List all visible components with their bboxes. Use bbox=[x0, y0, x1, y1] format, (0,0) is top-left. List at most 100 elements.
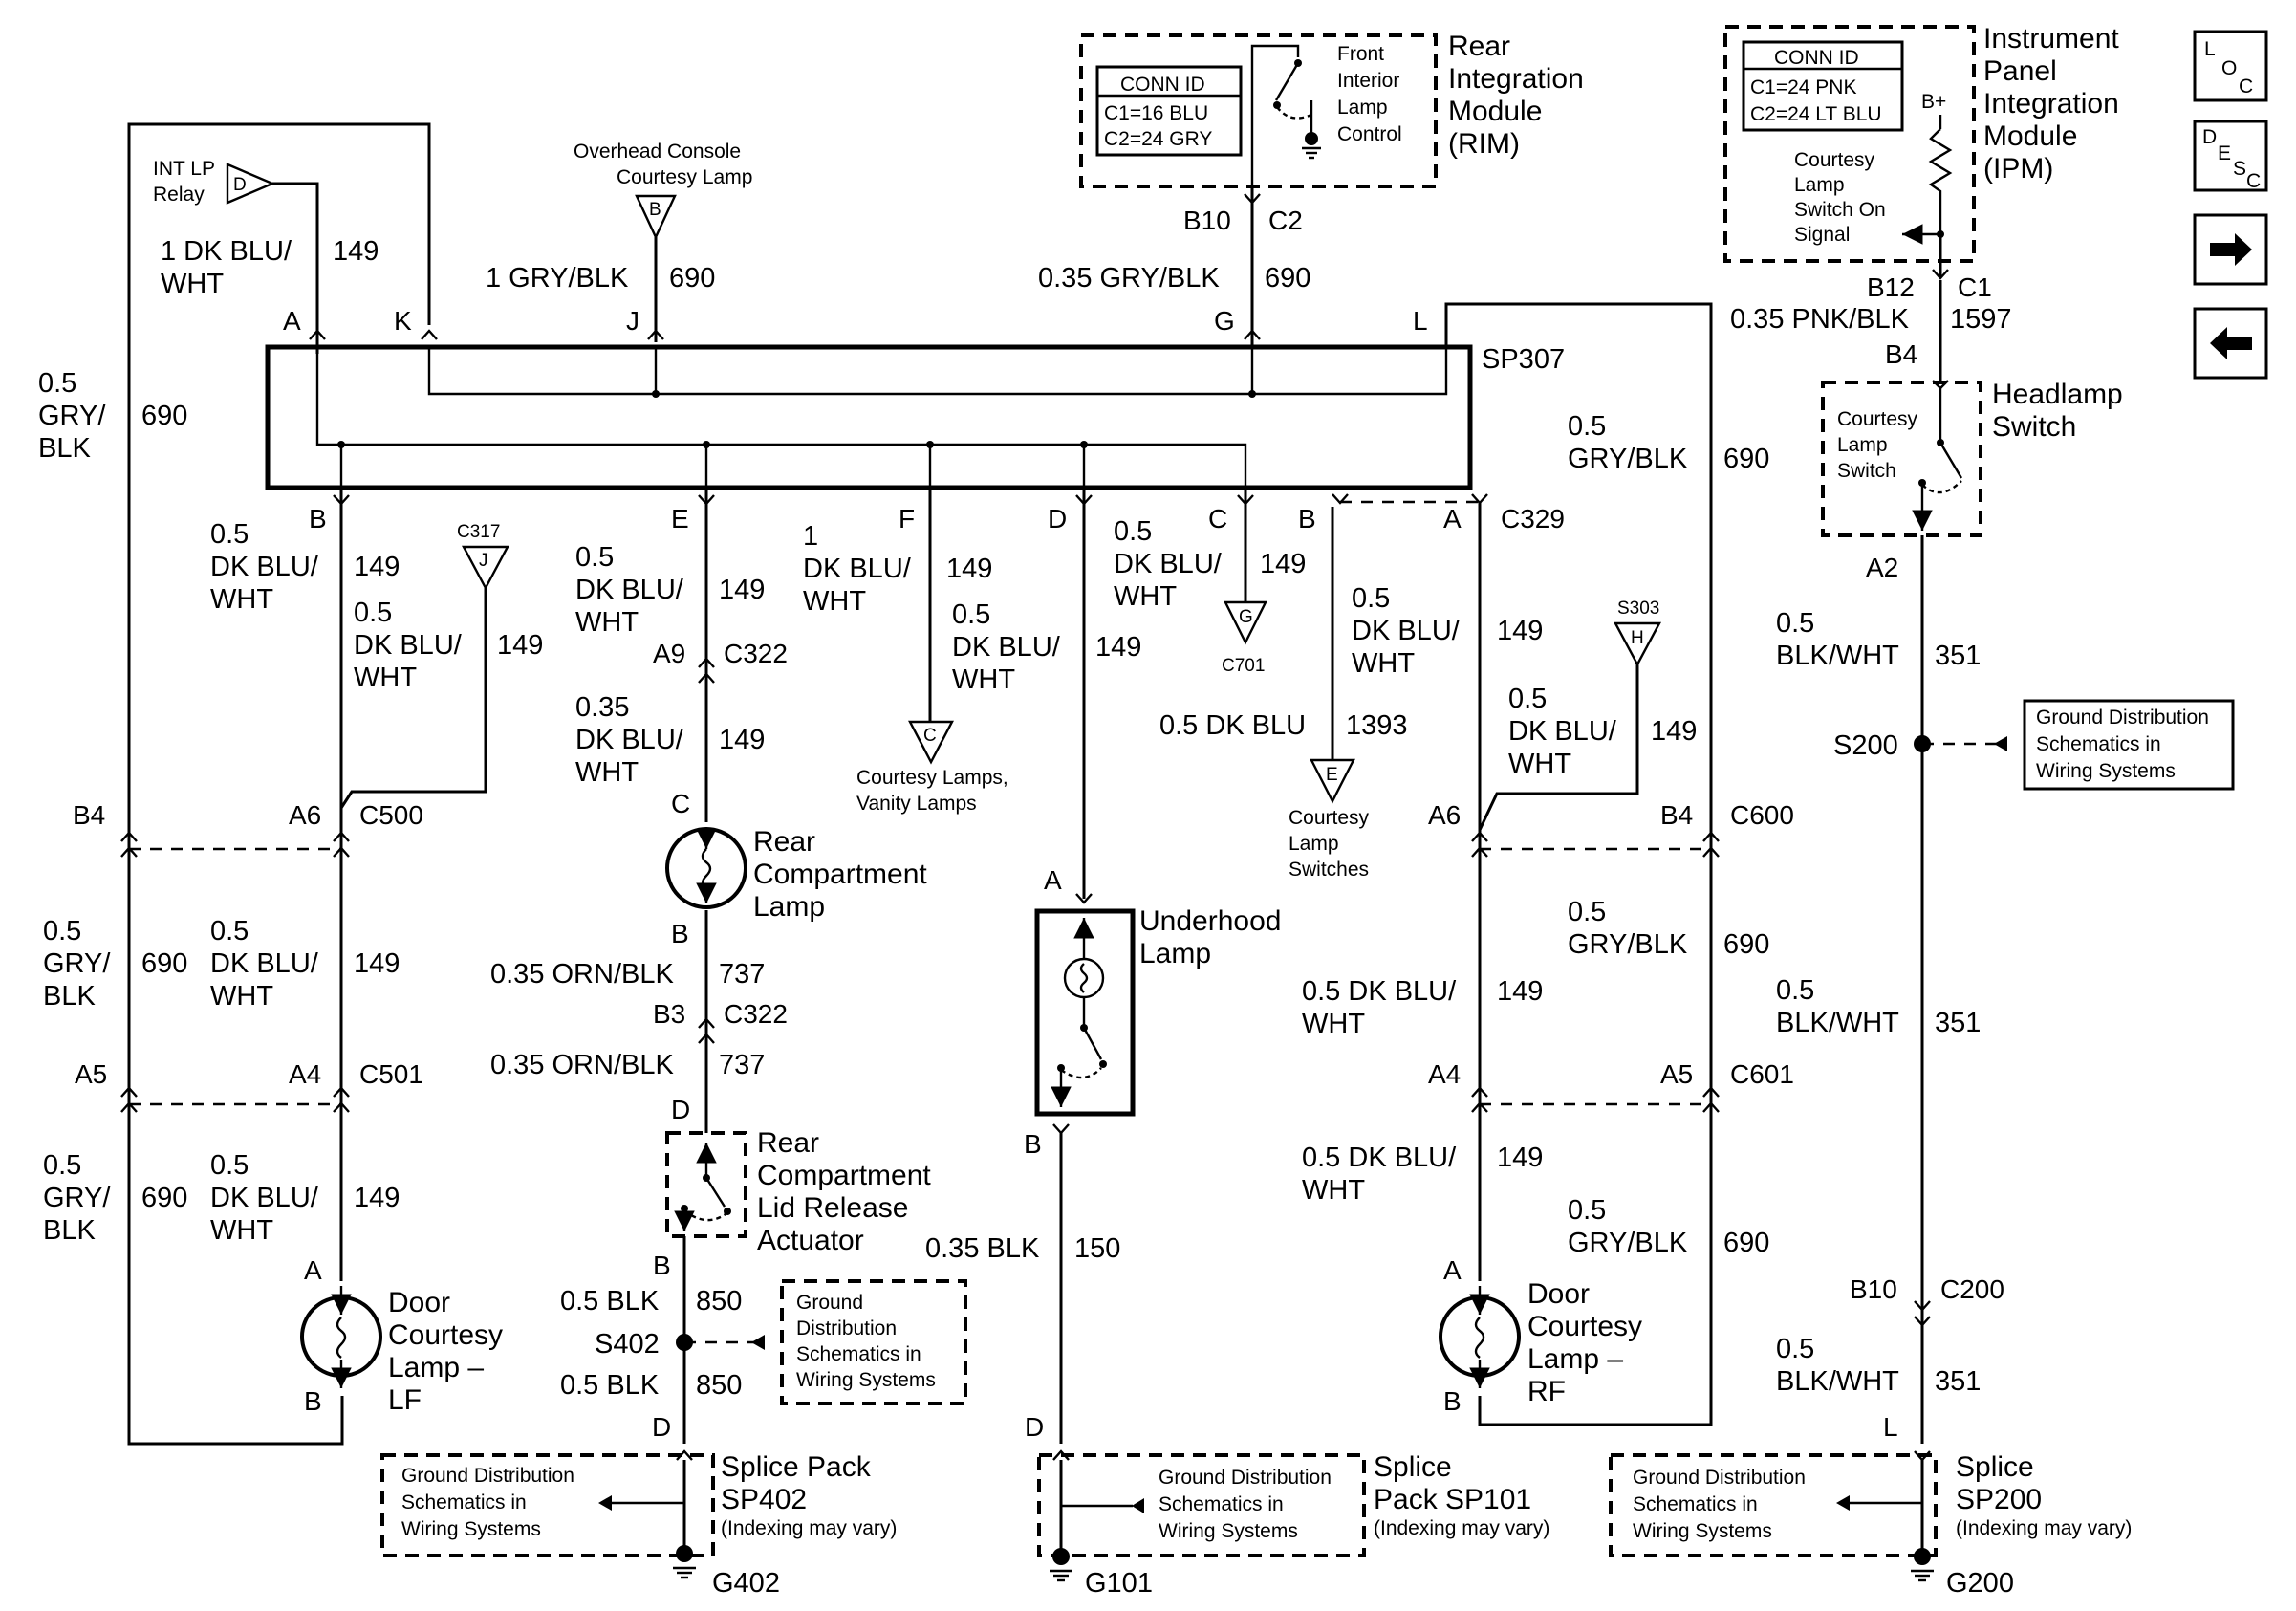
splice-pin-l: L bbox=[1413, 306, 1428, 336]
left-wire-d-3: BLK bbox=[43, 981, 96, 1012]
courtesy-f-circuit: 149 bbox=[946, 554, 992, 584]
switches-label-1: Courtesy bbox=[1289, 807, 1370, 829]
c501-pin-a5: A5 bbox=[75, 1059, 107, 1089]
right-wire-e-1: 0.5 DK BLU/ bbox=[1302, 1143, 1457, 1173]
switches-label-3: Switches bbox=[1289, 859, 1369, 881]
c701-wire-3: WHT bbox=[1114, 581, 1177, 612]
rim-title-3: Module bbox=[1448, 96, 1542, 127]
ipm-conn-c1-label: C1 bbox=[1958, 272, 1992, 302]
g200-label: G200 bbox=[1946, 1568, 2014, 1599]
splice-pin-k: K bbox=[394, 306, 412, 336]
ipm-title-3: Integration bbox=[1983, 88, 2119, 120]
nav-loc-c: C bbox=[2239, 76, 2253, 98]
left-circuit-g: 149 bbox=[354, 1183, 400, 1213]
relay-letter: D bbox=[233, 175, 247, 195]
left-wire-g-2: DK BLU/ bbox=[210, 1183, 319, 1213]
nav-back-button[interactable] bbox=[2193, 307, 2268, 380]
sp402-title-1: Splice Pack bbox=[721, 1451, 872, 1483]
switches-wire: 0.5 DK BLU bbox=[1159, 710, 1306, 741]
right-circuit-b: 149 bbox=[1651, 716, 1697, 747]
nav-desc-c: C bbox=[2246, 170, 2261, 192]
courtesy-f-letter: C bbox=[923, 726, 937, 746]
relay-wire-2: WHT bbox=[161, 269, 224, 299]
gnd-circuit-b: 351 bbox=[1935, 1008, 1981, 1038]
rear-pin-b3: B3 bbox=[653, 999, 685, 1029]
arrow-left-icon bbox=[2210, 327, 2252, 359]
left-circuit-d: 690 bbox=[141, 948, 187, 979]
rf-lamp-title-4: RF bbox=[1527, 1376, 1566, 1407]
gnd-circuit-c: 351 bbox=[1935, 1366, 1981, 1397]
nav-loc-button[interactable]: L O C bbox=[2193, 30, 2268, 102]
sp101-note-3: Wiring Systems bbox=[1159, 1520, 1298, 1542]
right-wire-b-1: 0.5 bbox=[1508, 684, 1547, 714]
overhead-console-connector: Overhead Console Courtesy Lamp B bbox=[574, 141, 752, 240]
underhood-circuit-b: 150 bbox=[1074, 1233, 1120, 1264]
rf-lamp-pin-b: B bbox=[1443, 1386, 1462, 1416]
left-wire-a-3: BLK bbox=[38, 433, 91, 464]
overhead-label-1: Overhead Console bbox=[574, 141, 741, 163]
sp200-note-2: Schematics in bbox=[1633, 1493, 1758, 1515]
rear-wire-c: 0.35 ORN/BLK bbox=[490, 959, 674, 990]
splice-pack-sp200: Ground Distribution Schematics in Wiring… bbox=[1609, 1450, 2132, 1599]
headlamp-pin-a2: A2 bbox=[1866, 553, 1898, 582]
left-wire-b-3: WHT bbox=[210, 584, 273, 615]
courtesy-f-wire-1: 1 bbox=[803, 521, 818, 552]
relay-label-2: Relay bbox=[153, 184, 205, 206]
lf-lamp-pin-a: A bbox=[304, 1255, 322, 1285]
actuator-title-1: Rear bbox=[757, 1127, 819, 1159]
splice-pin-b: B bbox=[309, 504, 327, 533]
splice-pin-c: C bbox=[1208, 504, 1227, 533]
rim-switch-label-3: Lamp bbox=[1337, 97, 1388, 119]
rear-wire-a-2: DK BLU/ bbox=[575, 575, 684, 605]
sp101-note-1: Ground Distribution bbox=[1159, 1467, 1332, 1489]
door-courtesy-lamp-rf: A B Door Courtesy Lamp – RF bbox=[1439, 1255, 1642, 1416]
s402-label: S402 bbox=[595, 1329, 660, 1360]
ipm-signal-label-4: Signal bbox=[1794, 224, 1850, 246]
door-courtesy-lamp-lf: A B Door Courtesy Lamp – LF bbox=[300, 1255, 503, 1416]
s303-connector: S303 H bbox=[1613, 599, 1662, 667]
relay-wire-1: 1 DK BLU/ bbox=[161, 236, 292, 267]
left-wire-d-2: GRY/ bbox=[43, 948, 111, 979]
actuator-title-3: Lid Release bbox=[757, 1192, 908, 1224]
rear-pin-d: D bbox=[671, 1095, 690, 1124]
rim-pin-b10: B10 bbox=[1183, 206, 1231, 235]
left-wire-f-1: 0.5 bbox=[43, 1150, 81, 1181]
ipm-conn-c1: C1=24 PNK bbox=[1750, 76, 1856, 98]
splice-sp307: SP307 A K J G L B E F D C B A C329 bbox=[265, 306, 1565, 533]
lf-lamp-title-4: LF bbox=[388, 1384, 422, 1416]
ipm-signal-label-3: Switch On bbox=[1794, 199, 1886, 221]
nav-desc-button[interactable]: D E S C bbox=[2193, 120, 2268, 192]
underhood-title-1: Underhood bbox=[1139, 905, 1281, 937]
right-wire-e-2: WHT bbox=[1302, 1175, 1365, 1206]
splice-pin-d: D bbox=[1048, 504, 1067, 533]
headlamp-title-2: Switch bbox=[1992, 411, 2076, 443]
left-circuit-f: 690 bbox=[141, 1183, 187, 1213]
ipm-wire-color: 0.35 PNK/BLK bbox=[1730, 304, 1910, 335]
headlamp-switch: Courtesy Lamp Switch Headlamp Switch bbox=[1821, 379, 2123, 537]
rim-conn-id-header: CONN ID bbox=[1120, 74, 1205, 96]
c501-pin-a4: A4 bbox=[289, 1059, 321, 1089]
s402-note-1: Ground bbox=[796, 1292, 863, 1314]
sp101-title-1: Splice bbox=[1374, 1451, 1452, 1483]
ipm-title-2: Panel bbox=[1983, 55, 2057, 87]
left-circuit-c: 149 bbox=[497, 630, 543, 661]
right-wire-b-3: WHT bbox=[1508, 749, 1571, 779]
right-circuit-c: 690 bbox=[1723, 929, 1769, 960]
rear-wire-e: 0.5 BLK bbox=[560, 1286, 660, 1317]
actuator-title-4: Actuator bbox=[757, 1225, 864, 1256]
rim-title-1: Rear bbox=[1448, 31, 1510, 62]
ipm-conn-id-header: CONN ID bbox=[1774, 47, 1859, 69]
ipm-signal-label-2: Lamp bbox=[1794, 174, 1845, 196]
nav-forward-button[interactable] bbox=[2193, 213, 2268, 286]
rim-conn-c1: C1=16 BLU bbox=[1104, 102, 1208, 124]
left-wire-c-1: 0.5 bbox=[354, 598, 392, 628]
s200-ground-note: Ground Distribution Schematics in Wiring… bbox=[2023, 699, 2235, 791]
switches-circuit: 1393 bbox=[1346, 710, 1408, 741]
overhead-label-2: Courtesy Lamp bbox=[617, 166, 752, 188]
left-wire-f-3: BLK bbox=[43, 1215, 96, 1246]
right-wire-c-2: GRY/BLK bbox=[1568, 929, 1688, 960]
splice-pin-f: F bbox=[899, 504, 915, 533]
rear-wire-a-3: WHT bbox=[575, 607, 639, 638]
splice-pin-e: E bbox=[671, 504, 689, 533]
